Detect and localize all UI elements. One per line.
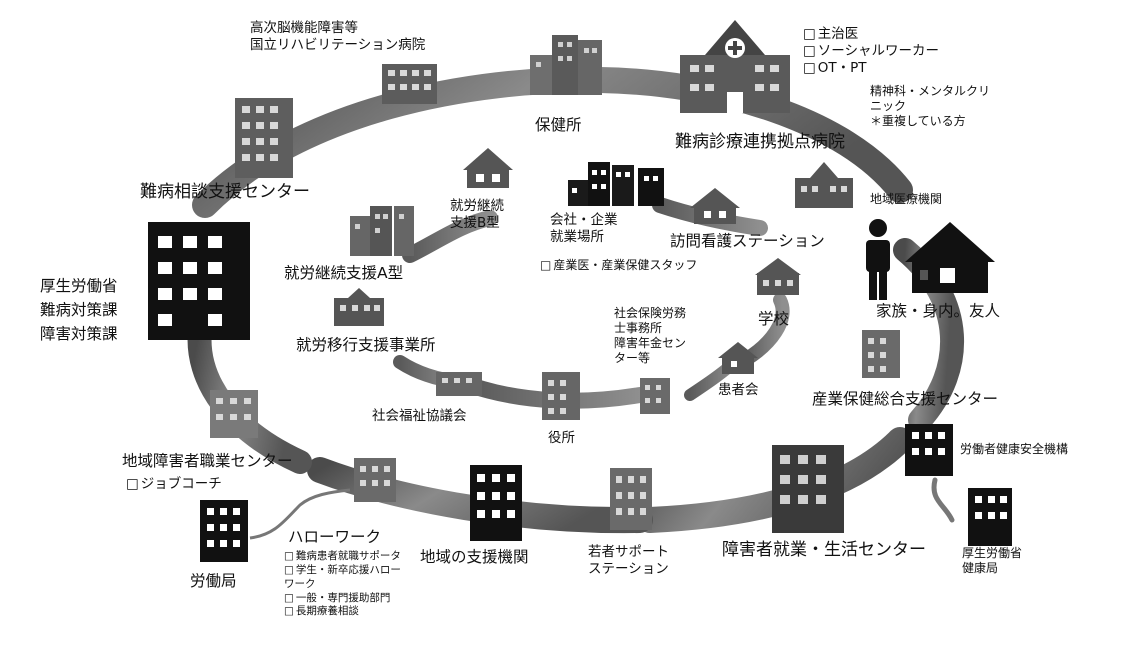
hellowork-building-icon [354,458,396,502]
label-patient-group: 患者会 [718,382,759,398]
health-bureau-building-icon [968,488,1012,546]
label-hellowork: ハローワーク [288,528,382,546]
label-vocational-center: 地域障害者職業センター [122,452,293,470]
hospital-role-doctor: 主治医 [803,26,939,43]
label-youth-station: 若者サポート ステーション [588,544,669,577]
label-support-center: 難病相談支援センター [140,182,310,202]
connector-hellowork-labor [249,488,351,540]
patient-group-house-icon [718,342,758,374]
company-building-icon [568,162,664,206]
inner-arc-right [738,293,790,367]
label-company: 会社・企業 就業場所 [550,212,618,245]
hellowork-item: 一般・専門援助部門 [284,592,401,606]
hokenjo-building-icon [530,35,602,95]
ministry-building-icon [148,222,250,340]
label-jlsh: 労働者健康安全機構 [960,442,1069,456]
local-medical-building-icon [795,162,853,208]
hellowork-item: 学生・新卒応援ハロー ワーク [284,564,401,592]
visiting-nurse-house-icon [690,188,740,224]
label-transition: 就労移行支援事業所 [296,336,436,354]
rehab-hospital-building-icon [382,64,437,104]
jlsh-building-icon [905,424,953,476]
label-health-bureau: 厚生労働省 健康局 [962,546,1023,575]
label-regional-support: 地域の支援機関 [420,548,529,566]
employment-center-building-icon [772,445,844,533]
label-nanbyo-hospital: 難病診療連携拠点病院 [675,132,845,152]
school-building-icon [755,258,801,295]
hellowork-item: 長期療養相談 [284,605,401,619]
labor-bureau-building-icon [200,500,248,562]
family-house-icon [905,222,995,293]
label-sharoushi: 社会保険労務 士事務所 障害年金セン ター等 [614,306,687,365]
label-ministry: 厚生労働省 難病対策課 障害対策課 [40,277,118,344]
nanbyo-hospital-building-icon [680,20,790,113]
hellowork-item: 難病患者就職サポータ [284,550,401,564]
label-type-a: 就労継続支援A型 [284,264,404,282]
youth-station-building-icon [610,468,652,530]
inner-arc-top-left [402,210,498,263]
support-center-building-icon [235,98,293,178]
label-type-b: 就労継続 支援B型 [450,198,504,231]
label-hokenjo: 保健所 [535,116,582,134]
label-psychiatry: 精神科・メンタルクリ ニック ＊重複している方 [870,84,991,128]
hospital-role-otpt: OT・PT [803,60,939,77]
regional-support-building-icon [470,465,522,541]
label-labor-bureau: 労働局 [190,572,237,590]
label-employment-center: 障害者就業・生活センター [722,540,926,560]
label-occupational-health-center: 産業保健総合支援センター [812,390,999,408]
vocational-center-building-icon [210,390,258,438]
label-rehab-hospital: 高次脳機能障害等 国立リハビリテーション病院 [250,20,426,53]
social-welfare-building-icon [436,372,482,396]
transition-office-building-icon [334,288,384,326]
label-school: 学校 [758,310,790,328]
buildings [148,20,1012,562]
label-social-welfare: 社会福祉協議会 [372,408,467,424]
yakusho-building-icon [542,372,580,420]
sharoushi-building-icon [640,378,670,414]
label-company-staff: 産業医・産業保健スタッフ [540,258,697,273]
type-b-house-icon [463,148,513,188]
label-local-medical: 地域医療機関 [870,192,943,206]
type-a-building-icon [350,206,414,256]
ring-arc-bottom [307,457,653,534]
label-family: 家族・身内。友人 [876,302,1001,320]
label-job-coach: ジョブコーチ [126,476,222,493]
label-visiting-nurse: 訪問看護ステーション [670,232,825,250]
hospital-roles-list: 主治医 ソーシャルワーカー OT・PT [803,26,939,77]
person-icon [866,219,890,300]
occupational-health-building-icon [862,330,900,378]
hellowork-items-list: 難病患者就職サポータ 学生・新卒応援ハロー ワーク 一般・専門援助部門 長期療養… [284,550,401,619]
connector-jlsh-health [931,477,955,523]
label-yakusho: 役所 [548,430,575,446]
hospital-role-social-worker: ソーシャルワーカー [803,43,939,60]
